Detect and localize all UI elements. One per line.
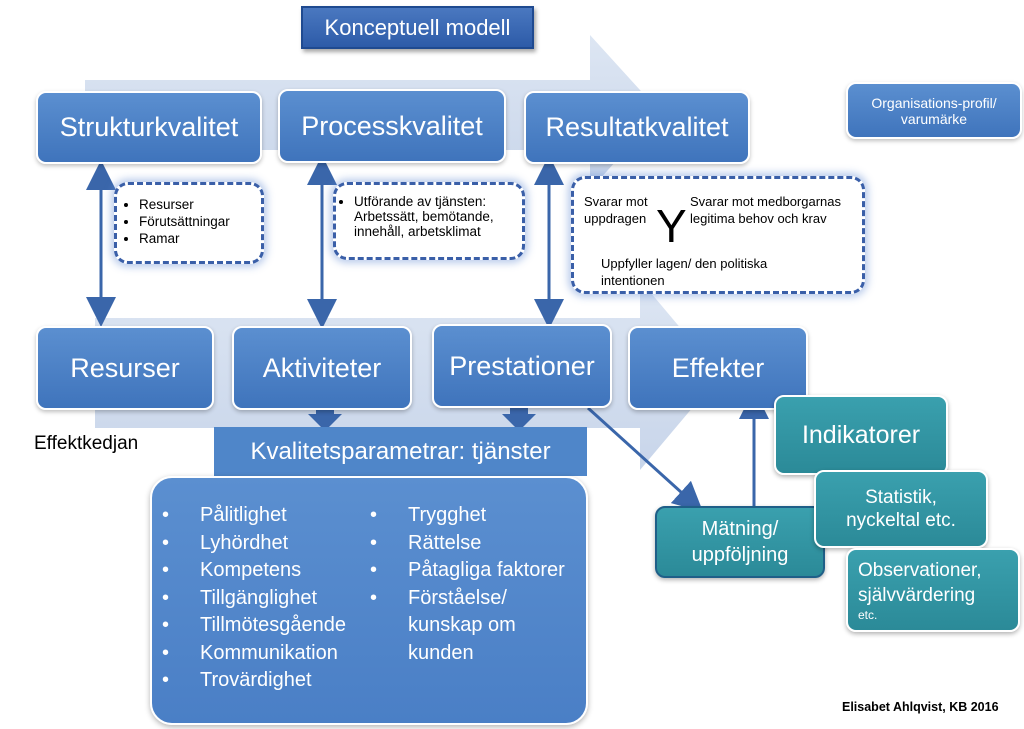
prestationer-matning-arrow (586, 406, 704, 513)
box-processkvalitet: Processkvalitet (278, 89, 506, 163)
box-organisations-profil: Organisations-profil/ varumärke (846, 82, 1022, 139)
kvalitet-item: Kommunikation (154, 640, 364, 668)
struktur-note-item: Förutsättningar (139, 214, 255, 229)
box-resurser: Resurser (36, 326, 214, 410)
box-aktiviteter: Aktiviteter (232, 326, 412, 410)
box-statistik: Statistik, nyckeltal etc. (814, 470, 988, 548)
kvalitet-item: Trygghet (362, 502, 586, 530)
box-observationer: Observationer, självvärdering etc. (846, 548, 1020, 632)
box-prestationer: Prestationer (432, 324, 612, 408)
kvalitet-col2: Trygghet Rättelse Påtagliga faktorer För… (362, 502, 586, 667)
effektkedjan-label: Effektkedjan (34, 433, 139, 454)
kvalitet-item: Tillgänglighet (154, 585, 364, 613)
kvalitet-item: Påtagliga faktorer (362, 557, 586, 585)
struktur-note-item: Ramar (139, 231, 255, 246)
struktur-notes: Resurser Förutsättningar Ramar (114, 182, 264, 264)
process-note-item: Utförande av tjänsten: Arbetssätt, bemöt… (354, 194, 516, 239)
resultat-note-left: Svarar mot uppdragen (584, 194, 648, 226)
kvalitet-col1: Pålitlighet Lyhördhet Kompetens Tillgäng… (154, 502, 364, 695)
down-arrow-prestationer (502, 403, 536, 431)
resultat-notes: Svarar mot uppdragen Svarar mot medborga… (571, 176, 865, 294)
kvalitet-item: Kompetens (154, 557, 364, 585)
kvalitet-item: Förståelse/ kunskap om kunden (362, 585, 578, 668)
resultat-note-right: Svarar mot medborgarnas legitima behov o… (690, 194, 842, 226)
struktur-note-item: Resurser (139, 197, 255, 212)
kvalitet-header: Kvalitetsparametrar: tjänster (214, 427, 587, 476)
observationer-etc: etc. (858, 608, 878, 622)
box-effekter: Effekter (628, 326, 808, 410)
author-credit: Elisabet Ahlqvist, KB 2016 (842, 700, 999, 714)
box-matning: Mätning/ uppföljning (655, 506, 825, 578)
resultat-note-bottom: Uppfyller lagen/ den politiska intention… (601, 256, 768, 288)
kvalitet-item: Trovärdighet (154, 667, 364, 695)
resultat-note-symbol: Y (656, 200, 687, 252)
kvalitet-item: Pålitlighet (154, 502, 364, 530)
down-arrow-aktiviteter (308, 403, 342, 431)
kvalitet-item: Lyhördhet (154, 530, 364, 558)
kvalitet-item: Rättelse (362, 530, 586, 558)
diagram-title: Konceptuell modell (301, 6, 534, 49)
observationer-text: Observationer, självvärdering (858, 560, 982, 606)
process-notes: Utförande av tjänsten: Arbetssätt, bemöt… (333, 182, 525, 260)
box-resultatkvalitet: Resultatkvalitet (524, 91, 750, 164)
kvalitet-parameters: Pålitlighet Lyhördhet Kompetens Tillgäng… (150, 476, 588, 725)
kvalitet-item: Tillmötesgående (154, 612, 364, 640)
box-indikatorer: Indikatorer (774, 395, 948, 475)
box-strukturkvalitet: Strukturkvalitet (36, 91, 262, 164)
